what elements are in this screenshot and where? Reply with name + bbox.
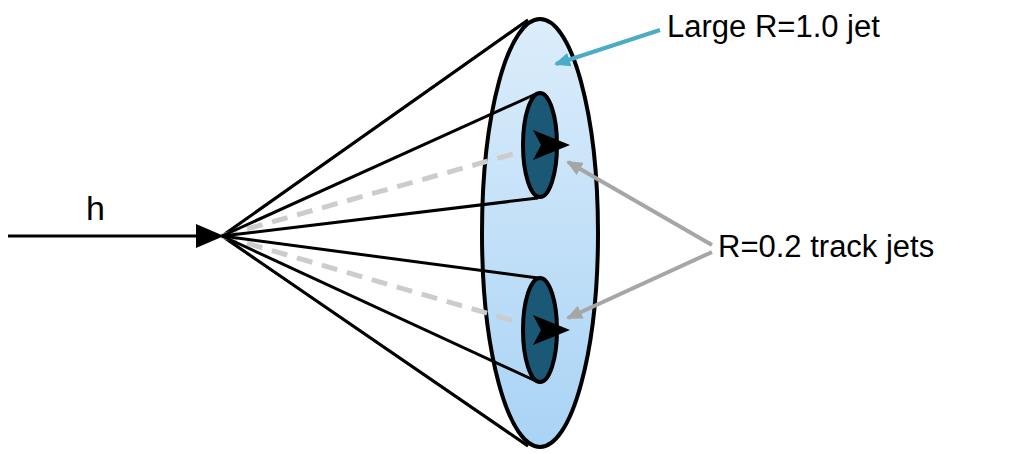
track-cone-edge: [222, 198, 538, 236]
h-arrowhead: [196, 224, 224, 248]
track-cone-edge: [222, 236, 538, 382]
callout-label: R=0.2 track jets: [718, 230, 934, 264]
h-line: [8, 235, 205, 238]
callout-label: Large R=1.0 jet: [667, 10, 880, 44]
track-jet-axis: [222, 236, 545, 330]
track-jet-axis: [222, 145, 545, 236]
leader-arrow: [556, 30, 660, 64]
track-jet-arrowhead: [533, 315, 570, 345]
particle-label: h: [86, 190, 105, 227]
large-jet-ellipse: [482, 19, 598, 447]
leader-arrow: [568, 252, 712, 318]
track-jet-arrowhead: [533, 130, 570, 160]
leader-arrow: [568, 162, 712, 245]
track-cone-edge: [222, 93, 538, 236]
